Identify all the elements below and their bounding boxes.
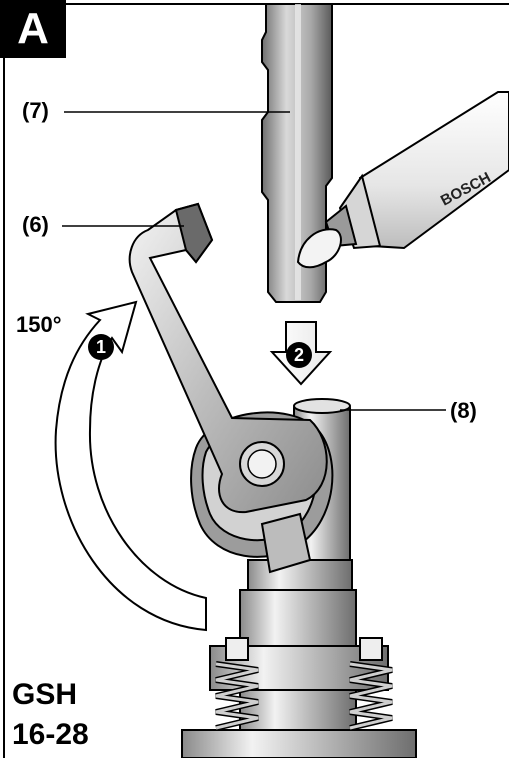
callout-6: (6) — [22, 212, 49, 237]
right-spring — [349, 637, 393, 731]
step-2-badge: 2 — [286, 342, 312, 368]
callout-7: (7) — [22, 98, 49, 123]
callout-8: (8) — [450, 398, 477, 423]
rotation-arrow — [54, 300, 207, 632]
angle-label: 150° — [16, 312, 62, 337]
step-1-badge: 1 — [88, 334, 114, 360]
grease-tube: BOSCH — [296, 91, 509, 269]
model-line-2: 16-28 — [12, 718, 89, 751]
figure-letter: A — [0, 0, 66, 58]
grease-blob — [296, 228, 342, 269]
lock-latch — [260, 512, 312, 574]
locking-lever — [128, 202, 328, 514]
model-line-1: GSH — [12, 678, 78, 711]
left-spring — [215, 637, 259, 731]
tool-bit — [261, 3, 333, 303]
